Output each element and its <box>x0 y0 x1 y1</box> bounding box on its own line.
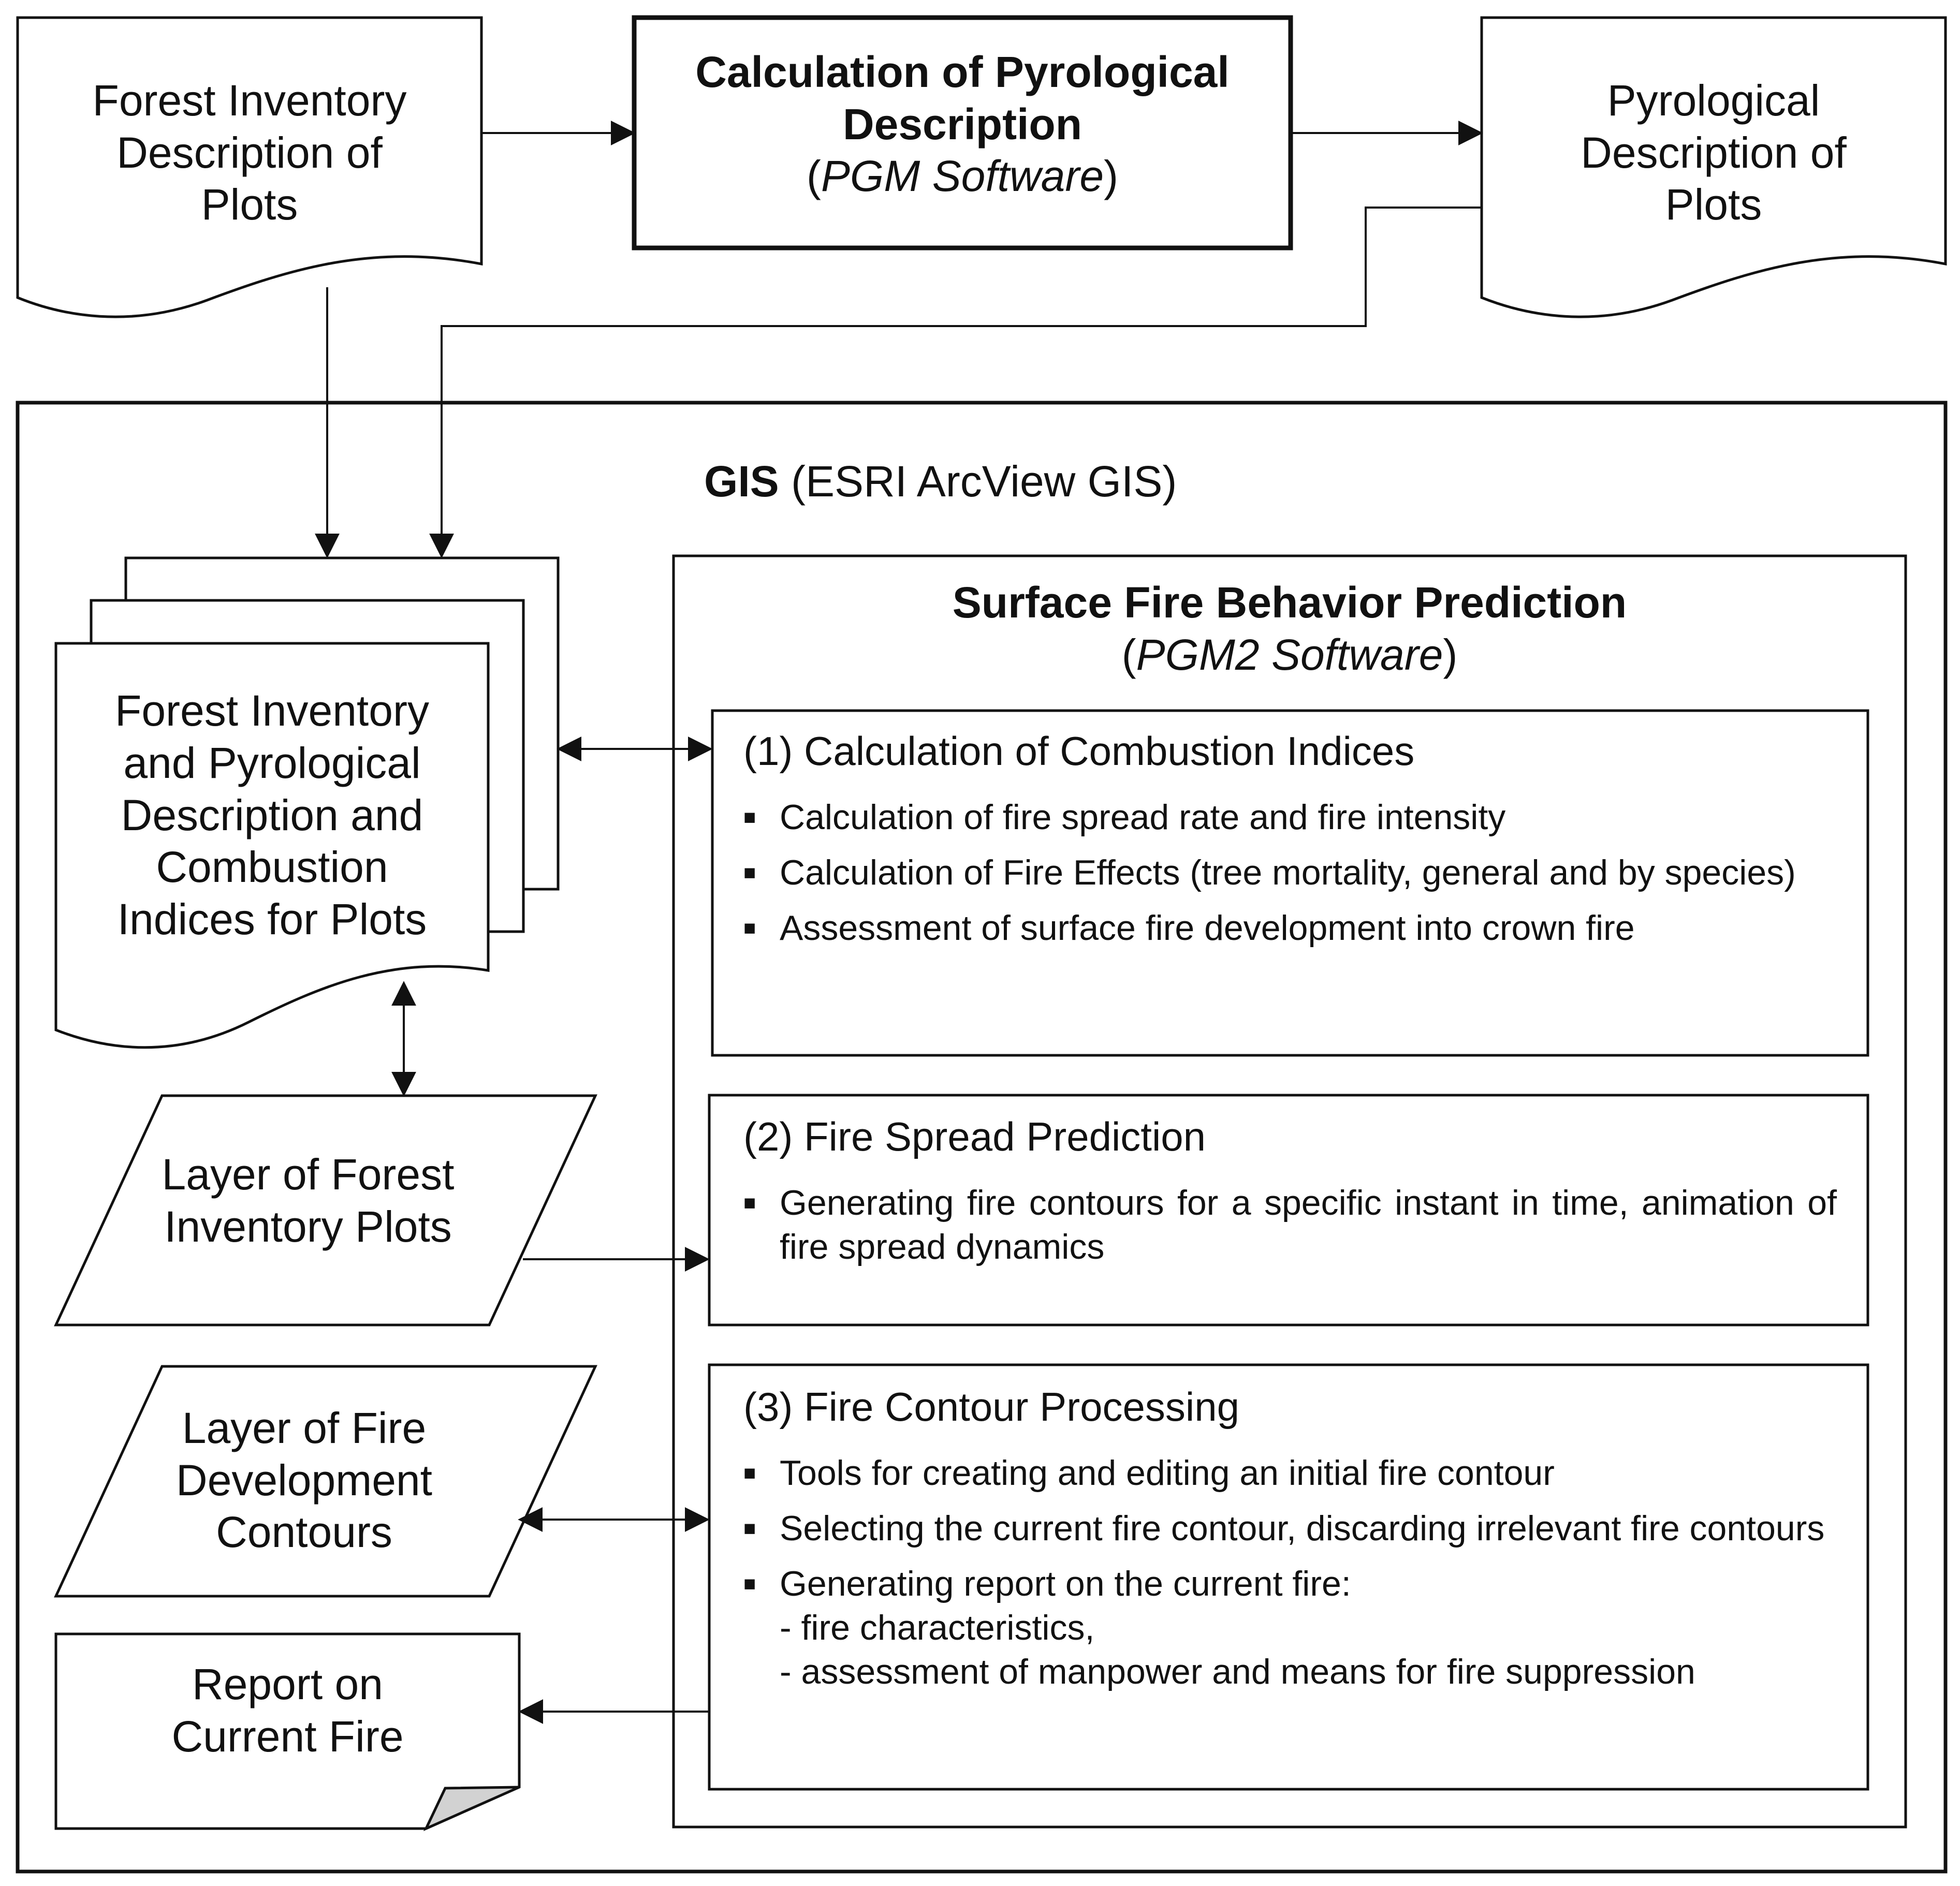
item-text: Tools for creating and editing an initia… <box>780 1453 1555 1493</box>
bullet-icon: ■ <box>743 805 756 829</box>
list-item: ■ Selecting the current fire contour, dis… <box>743 1507 1837 1551</box>
pyrological-document-shape <box>1480 16 1947 318</box>
box1-content: (1) Calculation of Combustion Indices ■ C… <box>743 727 1837 1048</box>
report-node: Report on Current Fire <box>56 1648 519 1773</box>
list-item: ■ Generating fire contours for a specific… <box>743 1181 1837 1269</box>
list-item: ■ Tools for creating and editing an initi… <box>743 1451 1837 1495</box>
list-item: ■ Calculation of fire spread rate and fir… <box>743 795 1837 839</box>
title-line: Description <box>842 99 1083 149</box>
box2-title: (2) Fire Spread Prediction <box>743 1114 1206 1159</box>
layer-fire-node: Layer of Fire Development Contours <box>104 1392 505 1568</box>
line: Layer of Forest <box>162 1150 455 1199</box>
line: Forest Inventory <box>115 686 429 735</box>
line: Plots <box>1665 180 1762 229</box>
bullet-icon: ■ <box>743 916 756 939</box>
box3-content: (3) Fire Contour Processing ■ Tools for c… <box>743 1383 1837 1781</box>
pyrological-description-node: Pyrological Description of Plots <box>1482 67 1946 238</box>
item-text: Selecting the current fire contour, disc… <box>780 1508 1825 1548</box>
report-dog-ear <box>423 1786 520 1832</box>
surface-title: Surface Fire Behavior Prediction <box>952 578 1627 627</box>
layer-forest-shape <box>54 1094 597 1327</box>
line: Report on <box>192 1660 383 1709</box>
box2-shape <box>708 1094 1869 1327</box>
bullet-icon: ■ <box>743 861 756 884</box>
calc-pyrological-node: Calculation of Pyrological Description (… <box>634 31 1291 217</box>
layer-fire-shape <box>54 1365 597 1598</box>
list-item: ■ Calculation of Fire Effects (tree morta… <box>743 851 1837 895</box>
line: Current Fire <box>171 1712 404 1761</box>
line: Description of <box>1581 128 1847 177</box>
gis-label: GIS <box>704 457 779 506</box>
line: Combustion <box>156 843 388 892</box>
sub-item: - fire characteristics, <box>780 1608 1095 1647</box>
forest-inventory-description-node: Forest Inventory Description of Plots <box>18 67 481 238</box>
line: Forest Inventory <box>92 76 407 125</box>
line: Inventory Plots <box>164 1202 452 1251</box>
surface-fire-title: Surface Fire Behavior Prediction (PGM2 S… <box>674 569 1906 688</box>
item-text: Calculation of Fire Effects (tree mortal… <box>780 852 1796 892</box>
line: Development <box>176 1455 432 1505</box>
box1-shape <box>711 709 1869 1057</box>
bullet-icon: ■ <box>743 1191 756 1214</box>
sub-item: - assessment of manpower and means for f… <box>780 1652 1695 1691</box>
box3-list: ■ Tools for creating and editing an initi… <box>743 1451 1837 1694</box>
software-line: (PGM2 Software) <box>1121 630 1458 679</box>
box3-title: (3) Fire Contour Processing <box>743 1384 1240 1430</box>
list-item: ■ Generating report on the current fire: -… <box>743 1562 1837 1694</box>
item-text: Assessment of surface fire development i… <box>780 908 1635 948</box>
item-text: Generating report on the current fire: - … <box>780 1562 1837 1694</box>
box1-title: (1) Calculation of Combustion Indices <box>743 728 1415 774</box>
item-text: Generating fire contours for a specific … <box>780 1183 1837 1266</box>
item-main: Generating report on the current fire: <box>780 1564 1351 1603</box>
box1-list: ■ Calculation of fire spread rate and fir… <box>743 795 1837 950</box>
bullet-icon: ■ <box>743 1461 756 1484</box>
bullet-icon: ■ <box>743 1516 756 1540</box>
list-item: ■ Assessment of surface fire development … <box>743 906 1837 950</box>
line: and Pyrological <box>123 738 421 787</box>
calc-pyrological-box-shape <box>632 15 1293 251</box>
combined-plots-node: Forest Inventory and Pyrological Descrip… <box>56 678 488 952</box>
item-text: Calculation of fire spread rate and fire… <box>780 797 1506 837</box>
box2-content: (2) Fire Spread Prediction ■ Generating f… <box>743 1113 1837 1320</box>
line: Layer of Fire <box>182 1403 427 1452</box>
box3-shape <box>708 1363 1869 1791</box>
gis-subtitle: (ESRI ArcView GIS) <box>791 457 1177 506</box>
line: Pyrological <box>1607 76 1820 125</box>
software-name: PGM Software <box>821 152 1104 201</box>
bullet-icon: ■ <box>743 1572 756 1595</box>
line: Description and <box>121 790 423 839</box>
line: Indices for Plots <box>117 895 427 944</box>
software-name: PGM2 Software <box>1136 630 1443 679</box>
line: Contours <box>216 1508 392 1557</box>
line: Plots <box>201 180 298 229</box>
stack-front-document-shape <box>54 642 490 1049</box>
forest-inventory-document-shape <box>16 16 483 318</box>
line: Description of <box>116 128 383 177</box>
arrow-pyro-to-stack <box>429 207 1482 558</box>
title-line: Calculation of Pyrological <box>695 47 1230 96</box>
layer-forest-node: Layer of Forest Inventory Plots <box>104 1133 513 1268</box>
software-line: (PGM Software) <box>806 152 1119 201</box>
box2-list: ■ Generating fire contours for a specific… <box>743 1181 1837 1269</box>
gis-title: GIS (ESRI ArcView GIS) <box>704 455 1325 512</box>
